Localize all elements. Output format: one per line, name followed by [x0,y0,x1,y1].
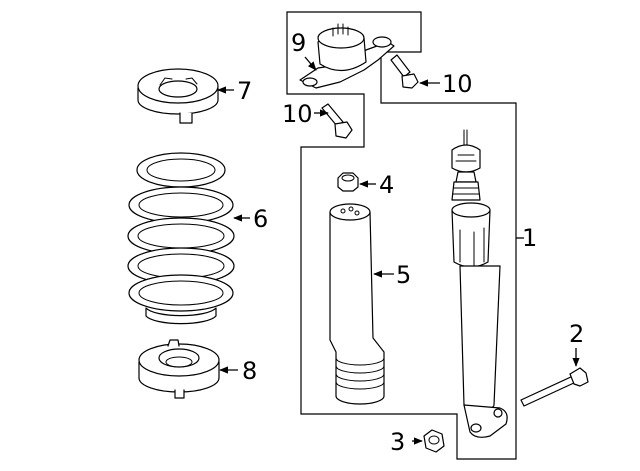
callout-dust-boot: 5 [396,261,411,289]
coil-spring [127,152,235,325]
callout-mount-bolt-left: 10 [282,100,313,128]
assembly-group-frame [286,11,517,460]
callout-upper-spring-seat: 7 [237,77,252,105]
mount-bolt-right [390,54,419,89]
callout-mount-bolt-right: 10 [442,70,473,98]
lower-bolt [520,367,589,407]
callout-upper-mount: 9 [291,29,306,57]
callout-lower-bolt: 2 [569,320,584,348]
dust-boot [329,203,385,405]
lower-spring-seat [138,339,220,399]
mount-bolt-left [321,103,353,139]
callout-nut: 3 [390,428,405,456]
shock-absorber [451,129,508,438]
callout-lower-spring-seat: 8 [242,357,257,385]
leader-9 [304,56,317,71]
callout-shock-absorber: 1 [522,224,537,252]
upper-spring-seat [137,68,219,124]
nut [423,429,445,453]
callout-coil-spring: 6 [253,205,268,233]
upper-nut [337,172,359,192]
callout-upper-nut: 4 [379,171,394,199]
upper-mount [299,23,395,89]
